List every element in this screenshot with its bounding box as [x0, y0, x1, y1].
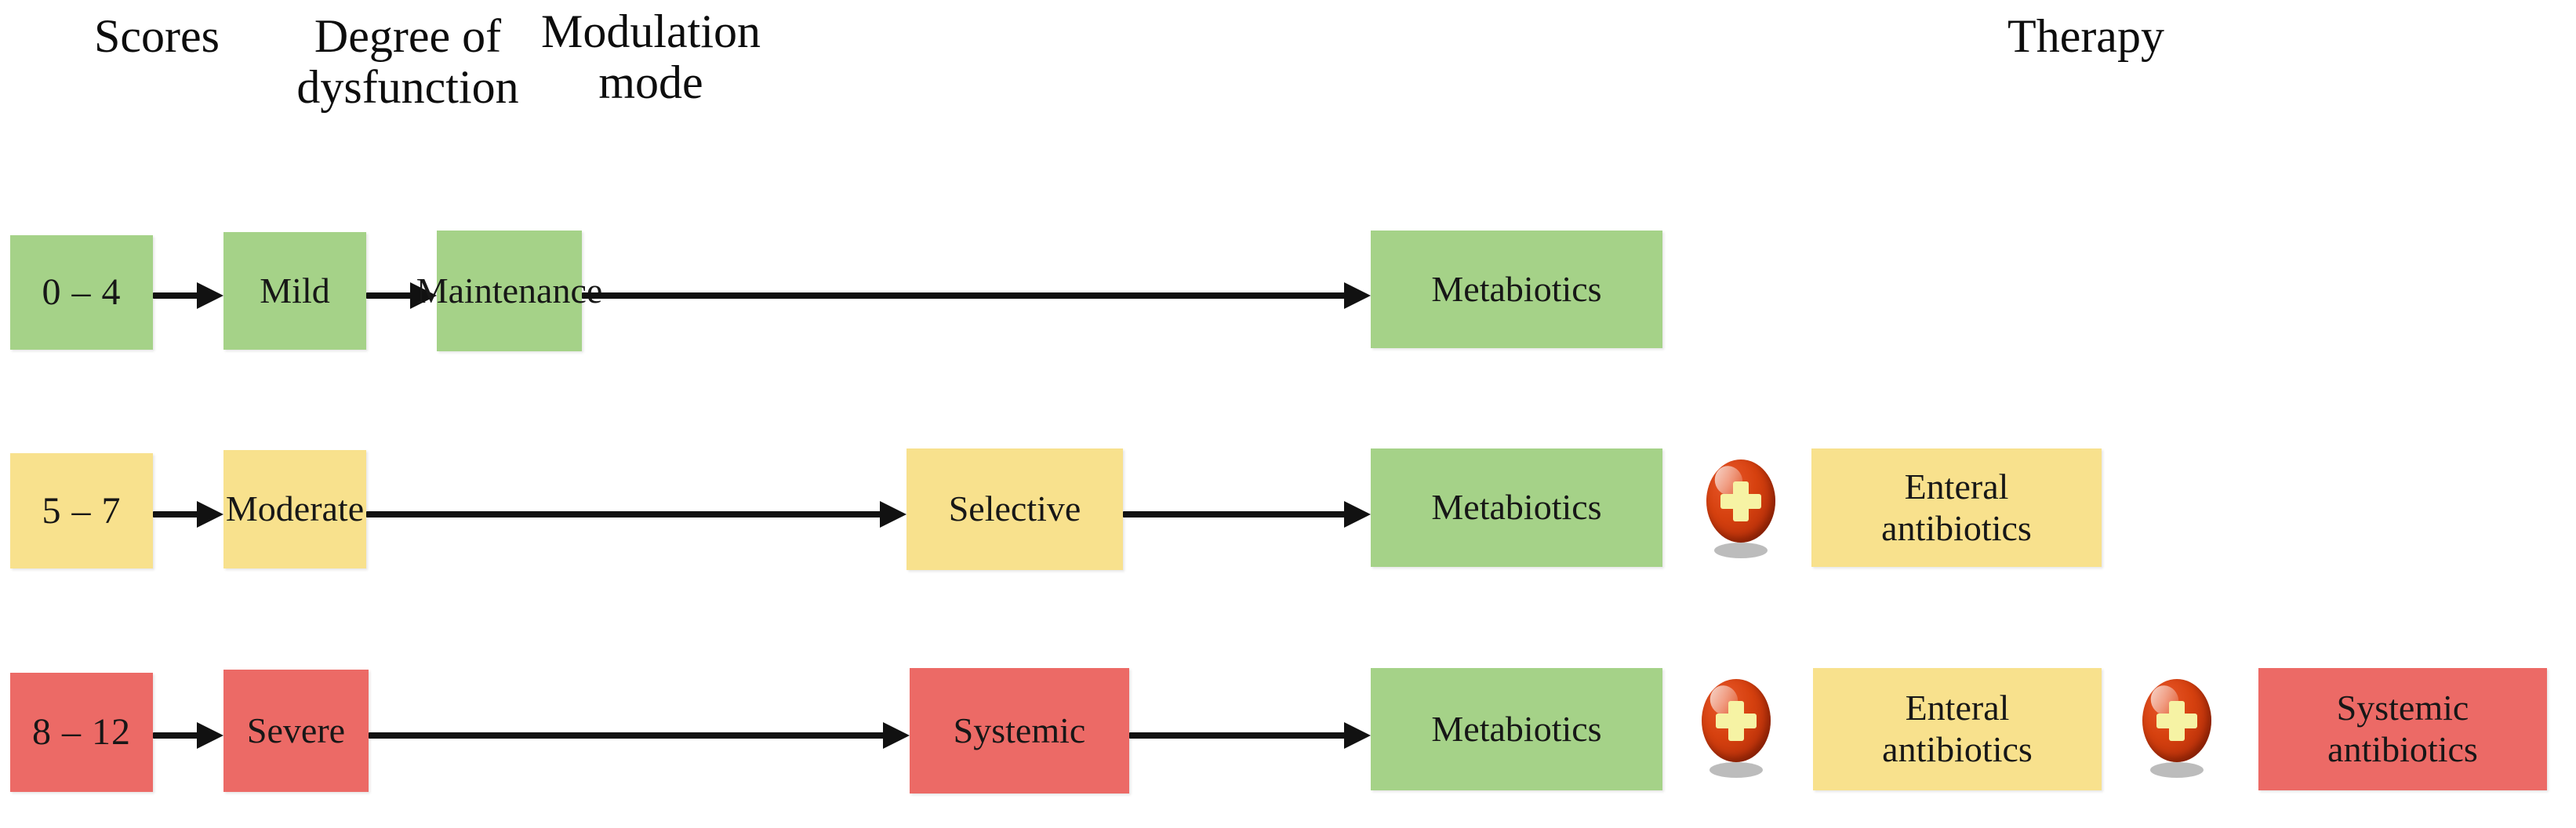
therapy-box-row-3-systemic-antibiotics: Systemic antibiotics	[2258, 668, 2547, 790]
dysfunction-box-row-3: Severe	[223, 670, 369, 792]
plus-icon-shadow	[2150, 762, 2204, 778]
plus-icon-ball	[1702, 679, 1771, 762]
therapy-box-row-2-metabiotics: Metabiotics	[1371, 448, 1662, 567]
column-header-scores: Scores	[94, 10, 220, 62]
plus-icon-ball	[1706, 459, 1775, 543]
plus-icon-row-3-2	[2139, 679, 2214, 778]
plus-icon-ball	[2142, 679, 2211, 762]
plus-icon-row-2-1	[1703, 459, 1778, 558]
plus-icon-bar-vertical	[1733, 481, 1749, 521]
dysfunction-box-row-1: Mild	[223, 232, 366, 350]
score-box-row-1: 0 – 4	[10, 235, 153, 350]
modulation-box-row-1: Maintenance	[416, 231, 602, 351]
plus-icon-shadow	[1709, 762, 1763, 778]
column-header-therapy: Therapy	[2007, 10, 2164, 62]
modulation-box-row-2: Selective	[907, 448, 1123, 570]
score-box-row-3: 8 – 12	[10, 673, 153, 792]
dysfunction-box-row-2: Moderate	[223, 450, 366, 568]
therapy-box-row-3-enteral-antibiotics: Enteral antibiotics	[1813, 668, 2102, 790]
score-box-row-2: 5 – 7	[10, 453, 153, 568]
column-header-degree-of-dysfunction: Degree of dysfunction	[296, 10, 519, 113]
plus-icon-bar-vertical	[1728, 701, 1744, 741]
plus-icon-row-3-1	[1699, 679, 1774, 778]
therapy-box-row-2-enteral-antibiotics: Enteral antibiotics	[1811, 448, 2102, 567]
therapy-box-row-1-metabiotics: Metabiotics	[1371, 231, 1662, 348]
modulation-box-row-3: Systemic	[910, 668, 1129, 794]
therapy-box-row-3-metabiotics: Metabiotics	[1371, 668, 1662, 790]
plus-icon-bar-vertical	[2169, 701, 2185, 741]
plus-icon-shadow	[1714, 543, 1768, 558]
column-header-modulation-mode: Modulation mode	[541, 5, 761, 108]
